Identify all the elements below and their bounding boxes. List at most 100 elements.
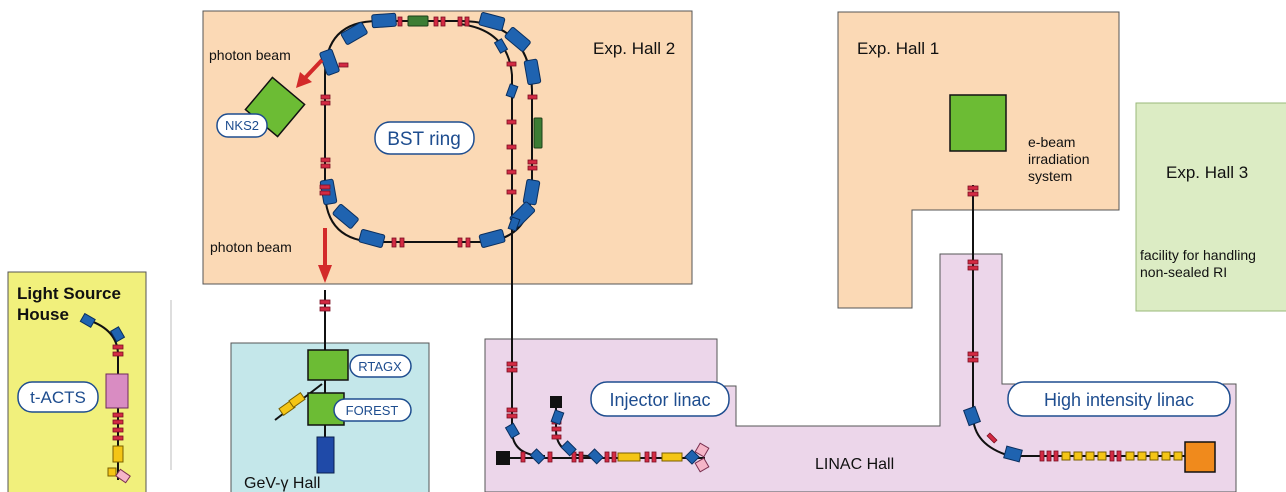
quad-magnet [651,451,657,463]
exp-hall-3-area [1135,102,1286,312]
quad-magnet [506,189,517,195]
rtagx-badge-label: RTAGX [358,359,402,374]
injector-bend [550,409,565,425]
tacts-components [79,312,131,484]
bend-magnet [371,12,397,29]
forest-badge-label: FOREST [346,403,399,418]
quad-magnet [1053,450,1059,462]
hi-linac-cavity [1173,451,1183,461]
rtagx-badge: RTAGX [349,354,412,378]
exp-hall-3-label: Exp. Hall 3 [1166,163,1248,182]
injector-bend [529,448,546,465]
tacts-dump [115,468,131,484]
tacts-badge-label: t-ACTS [30,388,86,407]
exp-hall-1-label: Exp. Hall 1 [857,39,939,58]
hi-linac-cavity [1097,451,1107,461]
injector-dump [694,457,710,473]
quad-magnet [457,16,463,27]
quad-magnet [112,435,124,441]
nks2-badge: NKS2 [216,113,268,138]
quad-magnet [319,299,331,305]
bst-ring-small-bends [493,38,521,232]
bst-ring-bend-magnets [319,12,542,248]
hi-linac-cavity [1061,451,1071,461]
bend-magnet [478,229,506,248]
quad-magnet [986,432,998,444]
tacts-badge: t-ACTS [17,381,99,413]
light-source-house-label-line1: Light Source [17,284,121,303]
quad-magnet [320,163,331,169]
exp-hall-2-label: Exp. Hall 2 [593,39,675,58]
ebeam-label-line2: irradiation [1028,151,1089,167]
bend-magnet [523,58,542,86]
injector-bend [587,448,604,465]
quad-magnet [1039,450,1045,462]
quad-magnet [506,413,518,419]
quad-magnet [644,451,650,463]
nks2-badge-label: NKS2 [225,118,259,133]
badges: NKS2 BST ring RTAGX FOREST t-ACTS Inject… [17,113,1231,422]
quad-magnet [433,16,439,27]
quad-magnet [547,451,553,463]
hi-linac-cavity [1161,451,1171,461]
quad-magnet [506,407,518,413]
tacts-rf-cavity [112,445,124,463]
quad-magnet [338,62,349,68]
small-bend-magnet [507,216,521,232]
quad-magnet [967,265,979,271]
hall-labels: Exp. Hall 2 Exp. Hall 1 Exp. Hall 3 LINA… [17,39,1248,492]
quad-magnet [527,159,538,165]
tacts-cavity [105,373,129,409]
exp-hall-1-area [837,11,1120,309]
injector-linac-badge-label: Injector linac [609,390,710,410]
quad-magnet [399,237,405,248]
quad-magnet [967,259,979,265]
bst-ring-badge-label: BST ring [387,129,461,150]
quad-magnet [520,451,526,463]
ebeam-label-line3: system [1028,168,1072,184]
quad-magnet [506,119,517,125]
injector-rf-cavity [661,452,683,462]
quad-magnet [506,361,518,367]
quad-magnet [457,237,463,248]
high-intensity-linac-components [962,405,1216,473]
quad-magnet [112,344,124,350]
tacts-bend [109,326,126,343]
quad-magnet [506,169,517,175]
electron-gun [496,451,510,465]
quad-magnet [1109,450,1115,462]
ebeam-label-line1: e-beam [1028,134,1075,150]
injector-linac-components [496,396,710,473]
photon-beam-upper-label: photon beam [209,47,291,63]
injector-bend [560,440,577,457]
hi-linac-cavity [1125,451,1135,461]
high-intensity-linac-badge-label: High intensity linac [1044,390,1194,410]
quad-magnet [112,419,124,425]
small-bend-magnet [493,38,509,54]
quad-magnet [551,426,562,432]
quad-magnet [1046,450,1052,462]
quad-magnet [967,357,979,363]
quadrupole-magnets [112,16,1122,463]
quad-magnet [464,16,470,27]
bend-magnet [504,27,531,52]
ri-facility-label-line1: facility for handling [1140,247,1256,263]
bend-magnet [340,22,368,45]
injector-rf-cavity [684,449,700,465]
ri-facility-label-line2: non-sealed RI [1140,264,1227,280]
quad-magnet [320,94,331,100]
quad-magnet [967,351,979,357]
quad-magnet [551,434,562,440]
gev-gamma-beam-dump [316,436,335,474]
injector-rf-cavity [617,452,641,462]
forest-branch-cavity [288,392,306,408]
quad-magnet [112,351,124,357]
quad-magnet [1116,450,1122,462]
injector-linac-badge: Injector linac [590,381,730,417]
photon-arrows [296,58,332,283]
quad-magnet [506,144,517,150]
hi-linac-cavity [1073,451,1083,461]
quad-magnet [506,61,517,67]
quad-magnet [320,100,331,106]
